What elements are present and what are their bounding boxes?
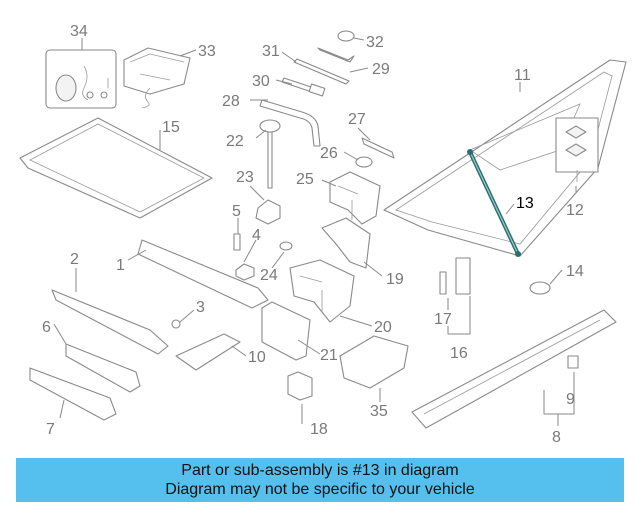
callout-10: 10: [248, 349, 266, 366]
callout-20: 20: [374, 319, 392, 336]
callout-22: 22: [226, 133, 244, 150]
part-6-trim: [65, 343, 141, 393]
part-9-clip: [567, 355, 579, 369]
part-12-insert: [555, 117, 599, 182]
part-35-bracket: [339, 335, 409, 389]
callout-12: 12: [566, 202, 584, 219]
callout-16: 16: [450, 345, 468, 362]
callout-29: 29: [372, 61, 390, 78]
part-24-grommet: [279, 241, 293, 251]
part-19-latch: [321, 217, 371, 269]
part-31-29-wrench: [293, 47, 355, 85]
callout-5: 5: [232, 203, 241, 220]
callout-25: 25: [296, 171, 314, 188]
caption-line-2: Diagram may not be specific to your vehi…: [165, 481, 475, 498]
caption-line-1: Part or sub-assembly is #13 in diagram: [181, 462, 459, 479]
part-22-jack-rod: [259, 119, 281, 189]
callout-labels: 34 33 15 32 31 29 30 28 22 27 26 25 23 1…: [42, 23, 584, 446]
callout-18: 18: [310, 421, 328, 438]
callout-32: 32: [366, 34, 384, 51]
callout-31: 31: [262, 43, 280, 60]
part-5-bolt: [233, 233, 241, 251]
callout-15: 15: [162, 119, 180, 136]
part-21-bracket: [261, 301, 311, 361]
callout-8: 8: [552, 429, 561, 446]
callout-2: 2: [70, 251, 79, 268]
callout-21: 21: [320, 347, 338, 364]
callout-7: 7: [46, 421, 55, 438]
callout-6: 6: [42, 319, 51, 336]
leader-lines: [53, 37, 577, 426]
part-13-strut: [467, 149, 521, 257]
part-3-screw: [171, 319, 181, 329]
callout-3: 3: [196, 299, 205, 316]
part-16-switch: [455, 257, 471, 295]
part-1-panel: [137, 239, 269, 309]
callout-23: 23: [236, 169, 254, 186]
callout-24: 24: [260, 267, 278, 284]
part-14-bumper: [529, 281, 551, 295]
part-32-clip: [337, 30, 355, 42]
callout-17: 17: [434, 311, 452, 328]
callout-26: 26: [320, 145, 338, 162]
callout-27: 27: [348, 111, 366, 128]
part-34-kit: [45, 49, 117, 109]
callout-13: 13: [516, 195, 534, 212]
part-33-compressor: [123, 47, 191, 109]
callout-14: 14: [566, 263, 584, 280]
callout-11: 11: [514, 67, 531, 84]
part-15-floor-panel: [19, 117, 213, 219]
callout-4: 4: [252, 227, 261, 244]
part-27-bracket: [361, 137, 395, 159]
part-28-tow-eye: [259, 99, 321, 147]
part-10-trim: [175, 333, 241, 371]
part-8-sill: [411, 309, 617, 429]
callout-33: 33: [198, 43, 216, 60]
part-18-block: [287, 371, 313, 401]
part-2-panel: [51, 289, 169, 355]
part-20-lock: [289, 259, 355, 323]
callout-9: 9: [566, 391, 575, 408]
callout-30: 30: [252, 73, 270, 90]
part-23-jack-base: [255, 199, 281, 225]
callout-1: 1: [116, 257, 125, 274]
part-4-clip: [235, 263, 255, 281]
part-25-mount: [329, 171, 381, 225]
callout-34: 34: [70, 23, 88, 40]
callout-19: 19: [386, 271, 404, 288]
part-26-bolt: [355, 156, 373, 168]
part-7-trim: [29, 367, 117, 421]
callout-28: 28: [222, 93, 240, 110]
callout-35: 35: [370, 403, 388, 420]
caption-banner: Part or sub-assembly is #13 in diagram D…: [16, 458, 624, 502]
part-30-screwdriver: [281, 77, 326, 97]
part-17-pin: [439, 271, 447, 295]
